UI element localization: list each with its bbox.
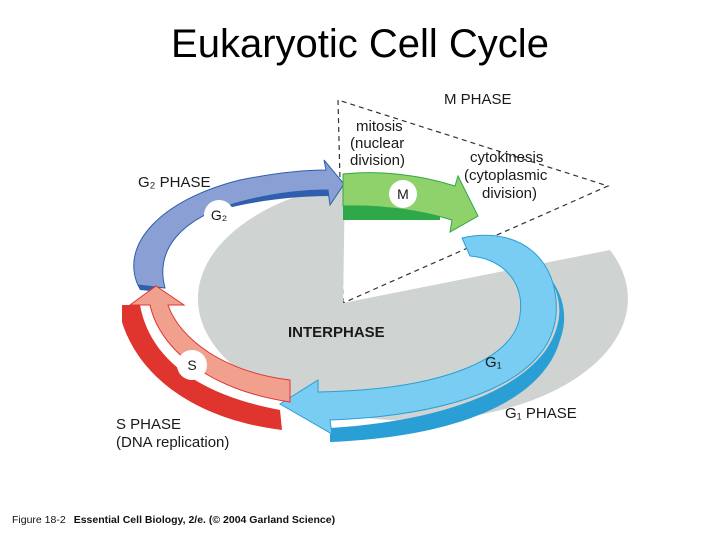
book-citation: Essential Cell Biology, 2/e. (© 2004 Gar… bbox=[73, 514, 336, 526]
figure-caption: Figure 18-2 Essential Cell Biology, 2/e. … bbox=[12, 514, 335, 526]
s-phase-label: S PHASE bbox=[116, 416, 181, 433]
m-phase-label: M PHASE bbox=[444, 91, 512, 108]
s-arrow-body bbox=[128, 285, 291, 403]
mitosis-label-line2: (nuclear bbox=[350, 135, 404, 152]
g2-circle-label: G₂ bbox=[211, 207, 227, 223]
mitosis-label-line1: mitosis bbox=[356, 118, 403, 135]
g1-arrow-side bbox=[330, 236, 565, 442]
g2-circle bbox=[204, 200, 234, 230]
g1-arrow-body bbox=[279, 234, 557, 435]
cytokinesis-label-line1: cytokinesis bbox=[470, 149, 543, 166]
interphase-label: INTERPHASE bbox=[288, 324, 385, 341]
s-circle bbox=[177, 350, 207, 380]
cytokinesis-label-line3: division) bbox=[482, 185, 537, 202]
g1-phase-label: G₁ PHASE bbox=[505, 405, 577, 422]
mitosis-label-line3: division) bbox=[350, 152, 405, 169]
cytokinesis-label-line2: (cytoplasmic bbox=[464, 167, 548, 184]
figure-number: Figure 18-2 bbox=[12, 514, 66, 526]
g2-phase-label: G₂ PHASE bbox=[138, 174, 211, 191]
g1-inner-label: G₁ bbox=[485, 354, 502, 371]
s-circle-label: S bbox=[187, 357, 196, 373]
slide-title: Eukaryotic Cell Cycle bbox=[171, 22, 549, 66]
g2-arrow-body bbox=[133, 159, 345, 289]
m-circle-label: M bbox=[397, 186, 409, 202]
dna-replication-label: (DNA replication) bbox=[116, 434, 229, 451]
s-arrow-side bbox=[122, 305, 282, 430]
m-circle bbox=[389, 180, 417, 208]
